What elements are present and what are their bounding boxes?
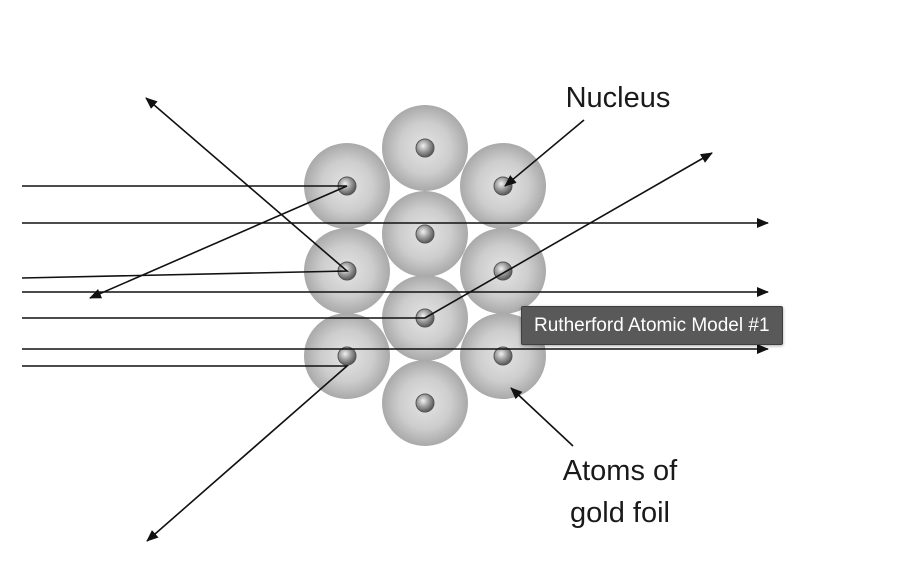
atoms-pointer-arrow (510, 387, 574, 447)
nucleus-dot (415, 224, 435, 244)
deflected-path (21, 97, 350, 279)
deflected-path (22, 185, 348, 299)
alpha-particle-paths (21, 97, 769, 542)
nucleus-pointer-arrow (504, 119, 585, 187)
nucleus-dot (493, 176, 513, 196)
atoms-label-line-1: Atoms of (562, 455, 678, 487)
deflected-path (22, 365, 350, 542)
atoms-of-gold-foil-label: Atoms of gold foil (530, 450, 710, 534)
deflected-path (22, 152, 713, 319)
image-title-tooltip: Rutherford Atomic Model #1 (521, 306, 783, 345)
atoms-label-line-2: gold foil (570, 497, 670, 529)
label-pointers (504, 119, 585, 447)
nucleus-dot (415, 138, 435, 158)
nucleus-dot (415, 393, 435, 413)
nucleus-dot (337, 346, 357, 366)
nucleus-label: Nucleus (565, 82, 671, 114)
nucleus-dot (493, 346, 513, 366)
